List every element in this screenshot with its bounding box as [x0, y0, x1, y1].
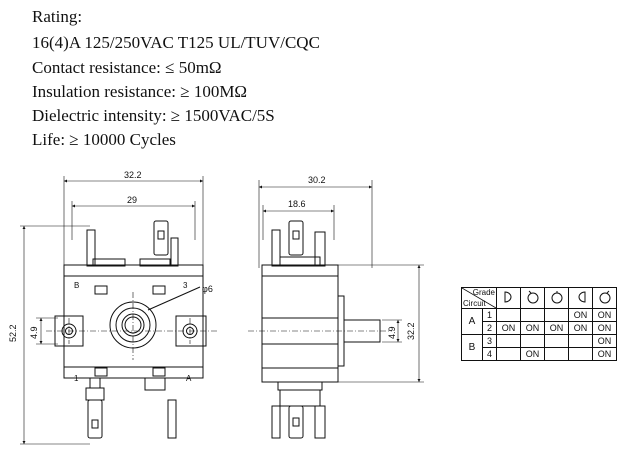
circuit-a: A [461, 308, 483, 335]
front-dim-mount: 4.9 [29, 326, 39, 339]
table-cell: ON [568, 308, 593, 322]
front-dim-width: 32.2 [124, 170, 142, 180]
spec-life: Life: ≥ 10000 Cycles [32, 130, 176, 149]
table-cell: ON [520, 321, 545, 335]
table-cell: ON [544, 321, 569, 335]
front-label-top-left: B [74, 281, 79, 290]
pos-3-icon [568, 287, 593, 309]
table-header-row: Grade Circuit [461, 287, 617, 309]
table-cell: ON [568, 321, 593, 335]
front-dim-inner: 29 [127, 195, 137, 205]
table-row: B 3 ON [461, 334, 617, 361]
table-cell: ON [520, 347, 545, 361]
row-number: 3 [482, 334, 497, 348]
switch-grade-table: Grade Circuit A 1 ON ON 2 ON ON ON ON [461, 287, 617, 361]
table-cell [568, 347, 593, 361]
side-dim-inner: 18.6 [288, 199, 306, 209]
side-dim-height: 32.2 [406, 322, 416, 340]
table-cell: ON [592, 347, 617, 361]
table-cell [568, 334, 593, 348]
circuit-b: B [461, 334, 483, 361]
pos-2-icon [544, 287, 569, 309]
table-row: 4 ON ON [462, 347, 617, 361]
table-cell: ON [592, 334, 617, 348]
table-cell [520, 308, 545, 322]
table-cell: ON [592, 321, 617, 335]
table-cell: ON [592, 308, 617, 322]
spec-insulation-resistance: Insulation resistance: ≥ 100MΩ [32, 82, 248, 101]
row-number: 4 [482, 347, 497, 361]
side-dim-width: 30.2 [308, 175, 326, 185]
spec-rating-title: Rating: [32, 7, 83, 26]
side-view: 30.2 18.6 4.9 32. [248, 175, 424, 439]
pos-4-icon [592, 287, 617, 309]
row-number: 2 [482, 321, 497, 335]
table-cell [496, 334, 521, 348]
spec-dielectric-intensity: Dielectric intensity: ≥ 1500VAC/5S [32, 106, 275, 125]
grade-label: Grade [472, 288, 495, 297]
pos-1-icon [520, 287, 545, 309]
table-cell [544, 334, 569, 348]
table-cell [496, 347, 521, 361]
circuit-label: Circuit [463, 299, 486, 308]
front-label-bottom-left: 1 [74, 374, 79, 383]
table-cell [520, 334, 545, 348]
pos-0-icon [496, 287, 521, 309]
table-cell [496, 308, 521, 322]
front-label-bottom-right: A [186, 374, 192, 383]
side-dim-mount: 4.9 [387, 326, 397, 339]
table-cell: ON [496, 321, 521, 335]
spec-rating: 16(4)A 125/250VAC T125 UL/TUV/CQC [32, 33, 320, 52]
front-dim-shaft: φ6 [202, 284, 213, 294]
table-cell [544, 347, 569, 361]
table-cell [544, 308, 569, 322]
row-number: 1 [482, 308, 497, 322]
spec-contact-resistance: Contact resistance: ≤ 50mΩ [32, 58, 222, 77]
front-label-top-right: 3 [183, 281, 188, 290]
grade-circuit-header: Grade Circuit [461, 287, 497, 309]
front-view: 32.2 29 φ6 [8, 170, 218, 445]
table-row: 2 ON ON ON ON ON [462, 321, 617, 335]
front-dim-height: 52.2 [8, 324, 18, 342]
table-row: A 1 ON ON [461, 308, 617, 335]
